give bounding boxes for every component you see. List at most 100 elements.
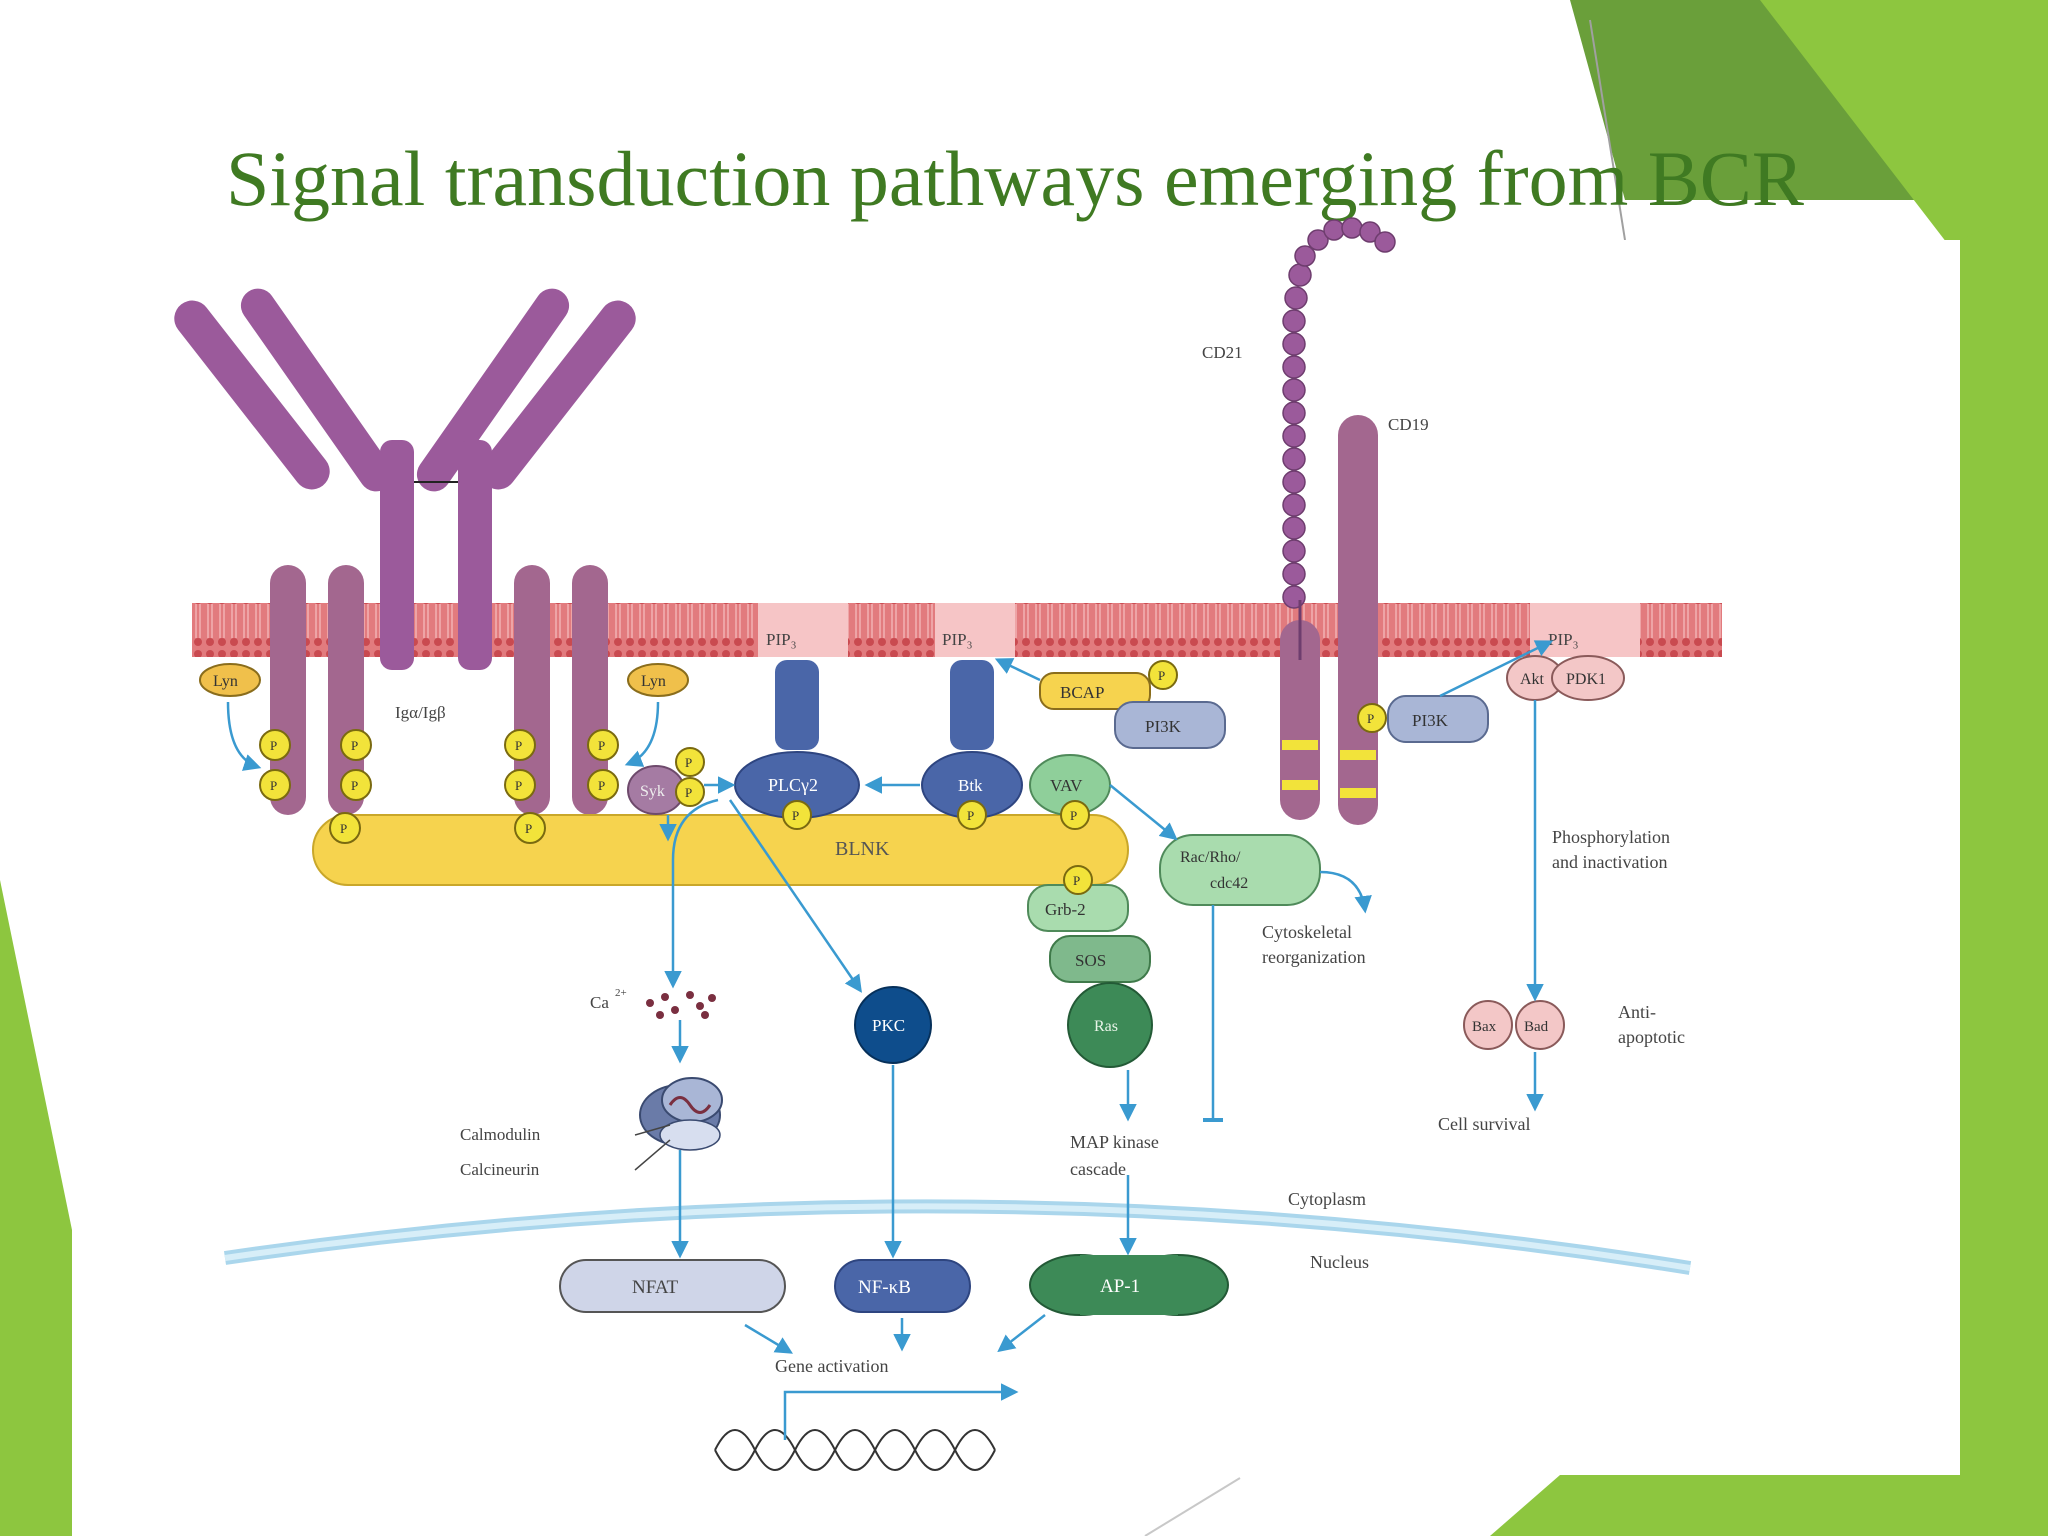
svg-text:Syk: Syk — [640, 783, 665, 800]
plcg2: PLCγ2 P — [734, 660, 860, 830]
phospho-4 — [340, 769, 372, 801]
svg-text:SOS: SOS — [1075, 951, 1106, 970]
heavy-chain-right-arm — [480, 300, 636, 490]
accent-top-right-light — [1760, 0, 2048, 260]
map-label-2: cascade — [1070, 1159, 1126, 1179]
svg-text:P: P — [525, 821, 532, 836]
accent-line-bottom — [1144, 1477, 1241, 1536]
phospho-6 — [504, 769, 536, 801]
iga-igb-label: Igα/Igβ — [395, 703, 446, 722]
svg-text:P: P — [792, 808, 799, 823]
heavy-chain-left-inner — [240, 288, 394, 492]
nfat: NFAT — [559, 1259, 786, 1313]
accent-right-strip — [1960, 200, 2048, 1536]
phospho-sites — [259, 729, 619, 844]
svg-text:Ras: Ras — [1094, 1018, 1118, 1035]
pi3k-2: PI3K — [1387, 695, 1489, 743]
svg-text:Lyn: Lyn — [213, 673, 238, 690]
survival-label: Cell survival — [1438, 1114, 1531, 1134]
cd19: P — [1338, 415, 1387, 825]
fc-left — [380, 440, 414, 670]
pip3-label-3: PIP₃ — [1548, 630, 1579, 649]
bax: Bax — [1463, 1000, 1513, 1050]
cyto-label-2: reorganization — [1262, 947, 1366, 967]
ras: Ras — [1067, 982, 1153, 1068]
svg-text:P: P — [270, 738, 277, 753]
svg-text:Rac/Rho/: Rac/Rho/ — [1180, 849, 1241, 866]
svg-text:NF-κB: NF-κB — [858, 1277, 911, 1298]
blnk-label: BLNK — [835, 838, 890, 860]
btk: Btk P — [921, 660, 1023, 830]
phospho-3 — [340, 729, 372, 761]
svg-text:PLCγ2: PLCγ2 — [768, 775, 818, 795]
diagram-labels: Cytoskeletal reorganization MAP kinase c… — [775, 827, 1685, 1376]
svg-text:P: P — [598, 738, 605, 753]
svg-text:NFAT: NFAT — [632, 1277, 678, 1298]
calcineurin-label: Calcineurin — [460, 1160, 540, 1179]
arrow-bcap-pip3 — [994, 658, 1041, 682]
bad: Bad — [1515, 1000, 1565, 1050]
svg-text:P: P — [1367, 711, 1374, 726]
svg-text:Akt: Akt — [1520, 671, 1545, 688]
svg-text:P: P — [351, 778, 358, 793]
nfkb: NF-κB — [834, 1259, 971, 1313]
svg-text:P: P — [1073, 873, 1080, 888]
cd19-label: CD19 — [1388, 415, 1429, 434]
accent-bottom-right — [1490, 1475, 2048, 1536]
svg-text:P: P — [685, 755, 692, 770]
phospho-5 — [504, 729, 536, 761]
arrow-pkc — [728, 799, 862, 993]
arrow-pi3k-pip3 — [1439, 640, 1554, 698]
signaling-arrows — [226, 640, 1554, 1440]
calcium: Ca 2+ — [590, 987, 716, 1019]
calmodulin-pointer — [634, 1124, 671, 1136]
arrow-ca — [664, 798, 719, 989]
phos-label-1: Phosphorylation — [1552, 827, 1670, 847]
cytoplasm-label: Cytoplasm — [1288, 1189, 1366, 1209]
svg-text:P: P — [340, 821, 347, 836]
svg-text:Bad: Bad — [1524, 1019, 1549, 1035]
svg-text:P: P — [598, 778, 605, 793]
slide-title: Signal transduction pathways emerging fr… — [226, 135, 1804, 222]
phospho-1 — [259, 729, 291, 761]
svg-text:PDK1: PDK1 — [1566, 671, 1606, 688]
arrow-nfat-gene — [744, 1323, 794, 1354]
fc-right — [458, 440, 492, 670]
lyn-right: Lyn — [627, 663, 689, 697]
svg-text:VAV: VAV — [1050, 776, 1083, 795]
svg-text:Bax: Bax — [1472, 1019, 1497, 1035]
dna-helix — [714, 1429, 996, 1471]
svg-text:Btk: Btk — [958, 776, 983, 795]
svg-text:2+: 2+ — [615, 987, 627, 999]
svg-text:PI3K: PI3K — [1145, 717, 1182, 736]
nucleus-label: Nucleus — [1310, 1252, 1369, 1272]
phospho-10 — [514, 812, 546, 844]
cd21 — [1280, 217, 1396, 820]
cd21-label: CD21 — [1202, 343, 1243, 362]
svg-text:Grb-2: Grb-2 — [1045, 900, 1086, 919]
bcr-antibody — [174, 288, 636, 670]
ap1: AP-1 — [1029, 1254, 1229, 1316]
svg-text:PKC: PKC — [872, 1016, 905, 1035]
anti-label-1: Anti- — [1618, 1002, 1656, 1022]
svg-text:P: P — [515, 738, 522, 753]
calmodulin-label: Calmodulin — [460, 1125, 541, 1144]
phospho-labels: P P P P P P P P P P — [270, 738, 605, 836]
pdk1: PDK1 — [1551, 655, 1625, 701]
pi3k-1: PI3K — [1114, 701, 1226, 749]
pip3-label-2: PIP₃ — [942, 630, 973, 649]
arrow-ap1-gene — [997, 1314, 1046, 1353]
pkc: PKC — [854, 986, 932, 1064]
phospho-2 — [259, 769, 291, 801]
bcap: BCAP P — [1039, 660, 1178, 710]
arrow-lyn-right — [624, 701, 660, 767]
anti-label-2: apoptotic — [1618, 1027, 1685, 1047]
svg-text:P: P — [351, 738, 358, 753]
arrow-transcription — [783, 1383, 1019, 1440]
grb2: Grb-2 P — [1027, 865, 1129, 932]
svg-text:Lyn: Lyn — [641, 673, 666, 690]
nuclear-membrane-inner — [224, 1203, 1691, 1271]
svg-text:BCAP: BCAP — [1060, 683, 1104, 702]
